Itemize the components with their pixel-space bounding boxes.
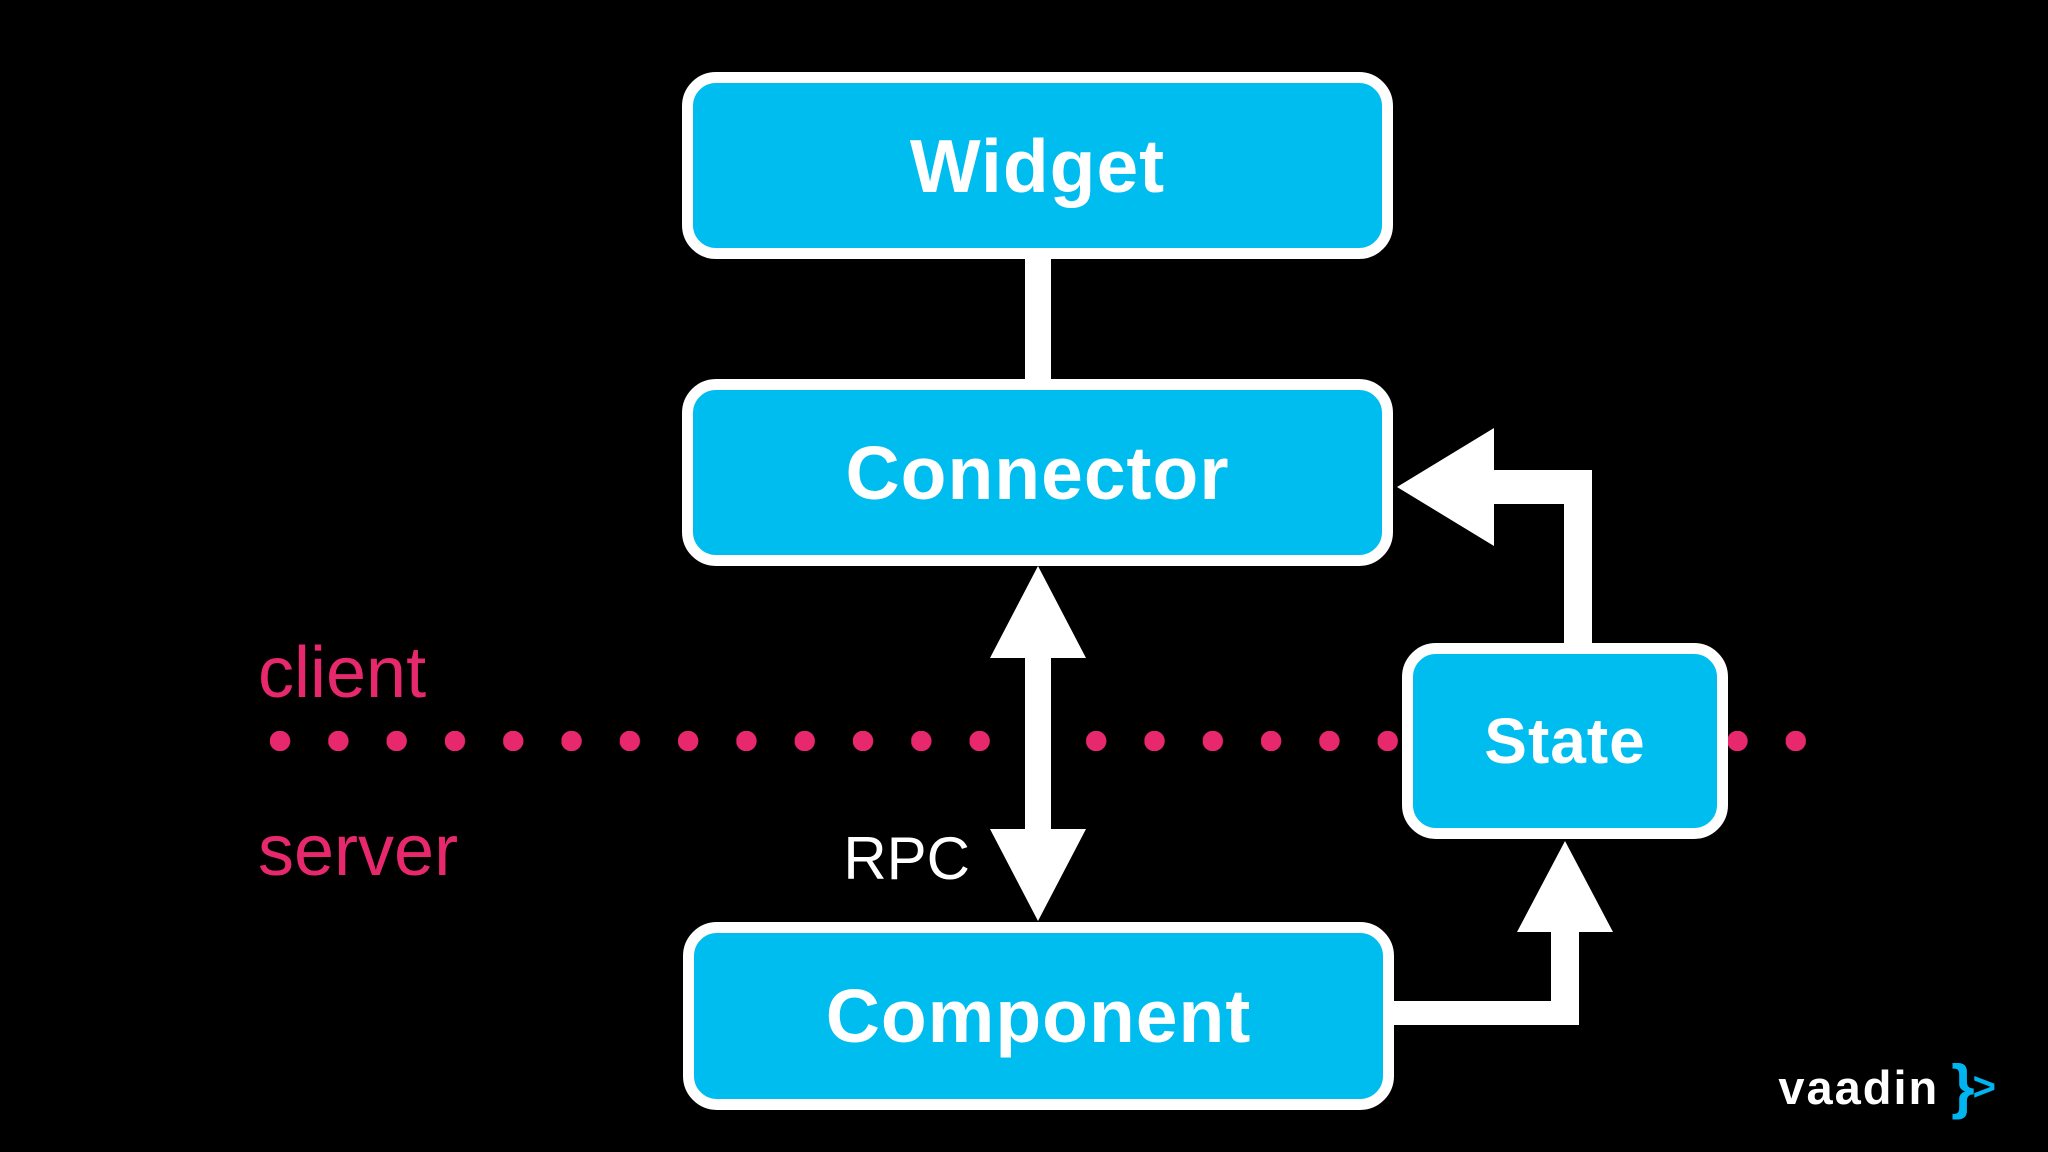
node-connector-label: Connector <box>845 430 1230 515</box>
rpc-edge-label: RPC <box>843 825 970 892</box>
node-state-label: State <box>1484 705 1646 777</box>
node-connector: Connector <box>682 379 1393 566</box>
vaadin-logo-brace-icon: } <box>1951 1053 1975 1120</box>
vaadin-logo: vaadin } > <box>1778 1056 1996 1118</box>
vaadin-logo-chevron-icon: > <box>1972 1065 1996 1109</box>
node-component: Component <box>683 922 1394 1110</box>
node-state: State <box>1402 643 1728 839</box>
node-widget-label: Widget <box>909 123 1166 208</box>
node-widget: Widget <box>682 72 1393 259</box>
client-side-label: client <box>258 633 427 713</box>
vaadin-logo-wordmark: vaadin <box>1778 1060 1940 1114</box>
edge-rpc-double-arrow <box>990 566 1086 921</box>
edge-component-to-state-arrow <box>1388 841 1613 1025</box>
node-component-label: Component <box>825 974 1252 1058</box>
server-side-label: server <box>258 811 459 891</box>
edge-state-to-connector-arrow <box>1397 428 1592 650</box>
edge-widget-connector-line <box>1025 250 1051 387</box>
